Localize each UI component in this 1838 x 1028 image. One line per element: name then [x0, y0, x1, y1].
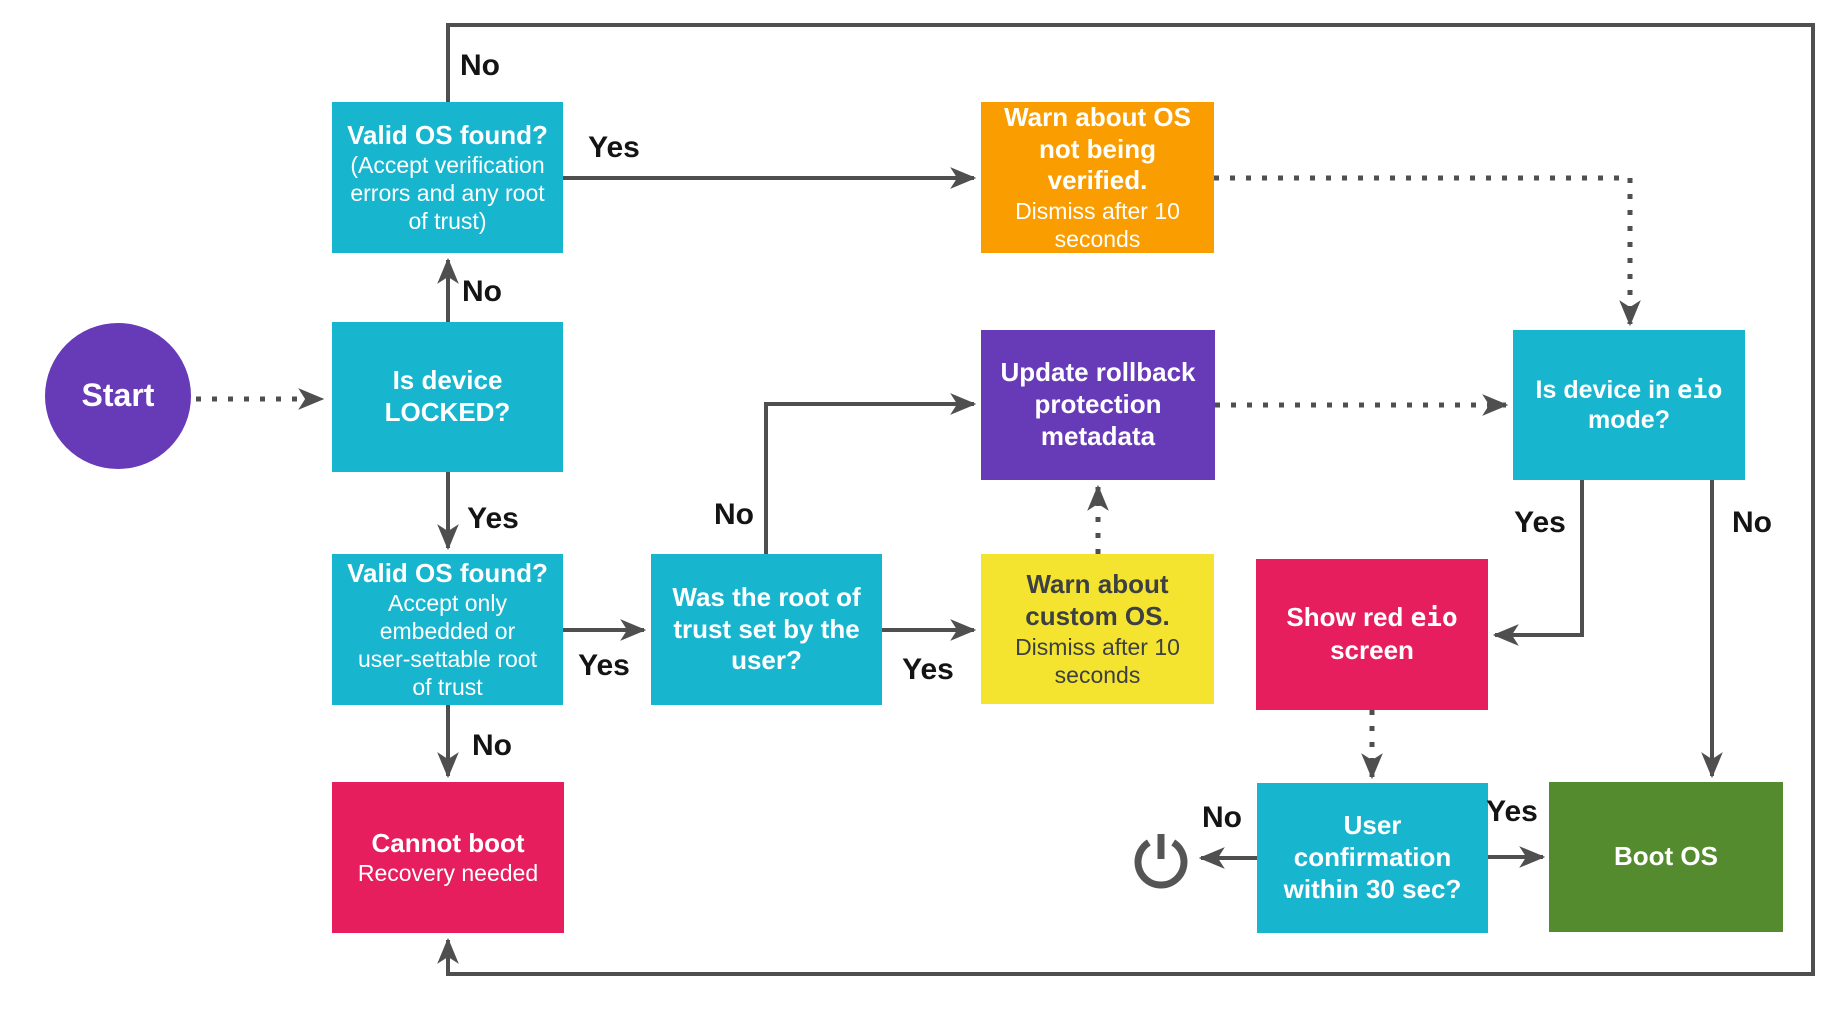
edge-label-conf-no: No — [1202, 801, 1242, 834]
node-subline: user-settable root — [358, 646, 537, 673]
node-subline: Dismiss after 10 — [1015, 198, 1180, 225]
node-subline: Accept only — [388, 590, 507, 617]
node-show-red-eio: Show red eio screen — [1256, 559, 1488, 710]
node-title-text: Show red — [1286, 602, 1411, 633]
node-title: user? — [731, 645, 802, 676]
node-subline: Dismiss after 10 — [1015, 633, 1180, 660]
node-title: within 30 sec? — [1283, 873, 1462, 904]
node-title: Valid OS found? — [347, 119, 548, 150]
edge-label-strict-yes: Yes — [578, 649, 630, 682]
edge-root-no — [764, 393, 977, 554]
node-title: Warn about — [1026, 569, 1169, 600]
node-title: mode? — [1588, 406, 1670, 434]
node-title: LOCKED? — [384, 397, 511, 427]
node-title: Is device in eio — [1536, 375, 1723, 406]
node-title: Show red eio — [1286, 602, 1457, 635]
node-is-device-locked: Is device LOCKED? — [332, 322, 563, 472]
edge-label-any-yes: Yes — [588, 131, 640, 164]
node-subline: Recovery needed — [357, 860, 539, 887]
edge-label-eio-yes: Yes — [1514, 506, 1566, 539]
node-subline: of trust) — [408, 208, 487, 235]
node-title: verified. — [1047, 165, 1148, 196]
node-title: screen — [1330, 635, 1414, 665]
node-title: trust set by the — [673, 613, 860, 644]
node-user-confirmation: User confirmation within 30 sec? — [1257, 783, 1488, 933]
edge-label-root-no: No — [714, 498, 754, 531]
eio-code-text: eio — [1410, 603, 1458, 634]
node-title: Cannot boot — [371, 827, 525, 858]
node-title: protection — [1034, 389, 1162, 420]
node-title: Boot OS — [1614, 841, 1718, 872]
node-root-of-trust: Was the root of trust set by the user? — [651, 554, 882, 705]
node-subline: seconds — [1054, 226, 1141, 253]
edge-label-conf-yes: Yes — [1486, 795, 1538, 828]
power-icon — [1128, 826, 1194, 892]
node-start: Start — [45, 323, 191, 469]
node-title: User — [1343, 810, 1402, 841]
node-title: confirmation — [1293, 842, 1452, 873]
edge-label-loop-no: No — [460, 49, 500, 82]
node-warn-custom-os: Warn about custom OS. Dismiss after 10 s… — [981, 554, 1214, 704]
node-eio-mode: Is device in eio mode? — [1513, 330, 1745, 480]
edge-label-locked-yes: Yes — [467, 502, 519, 535]
edge-label-locked-no: No — [462, 275, 502, 308]
edge-eio-yes — [1492, 480, 1584, 646]
node-update-rollback: Update rollback protection metadata — [981, 330, 1215, 480]
node-subline: of trust — [412, 674, 483, 701]
node-cannot-boot: Cannot boot Recovery needed — [332, 782, 564, 933]
start-label: Start — [81, 377, 155, 414]
edge-warn-to-eio — [1214, 175, 1641, 327]
node-valid-os-any: Valid OS found? (Accept verification err… — [332, 102, 563, 253]
node-title: metadata — [1040, 420, 1156, 451]
node-title: Is device — [392, 365, 503, 396]
power-icon-glyph — [1134, 834, 1188, 889]
node-subline: embedded or — [379, 618, 516, 645]
node-subline: seconds — [1054, 661, 1141, 688]
node-subline: errors and any root — [350, 180, 545, 207]
node-title: Was the root of — [672, 581, 861, 612]
node-title: Valid OS found? — [347, 557, 548, 588]
node-title: custom OS. — [1025, 600, 1170, 631]
node-subline: (Accept verification — [350, 152, 545, 179]
eio-code-text: eio — [1677, 374, 1723, 404]
node-warn-not-verified: Warn about OS not being verified. Dismis… — [981, 102, 1214, 253]
node-title-text: Is device in — [1535, 375, 1678, 404]
node-boot-os: Boot OS — [1549, 782, 1783, 932]
node-valid-os-strict: Valid OS found? Accept only embedded or … — [332, 554, 563, 705]
node-title: Update rollback — [1000, 357, 1196, 388]
node-title: Warn about OS — [1004, 101, 1191, 132]
edge-loop-no — [437, 23, 1815, 976]
edge-label-root-yes: Yes — [902, 653, 954, 686]
edge-label-strict-no: No — [472, 729, 512, 762]
edge-label-eio-no: No — [1732, 506, 1772, 539]
node-title: not being — [1039, 133, 1156, 164]
